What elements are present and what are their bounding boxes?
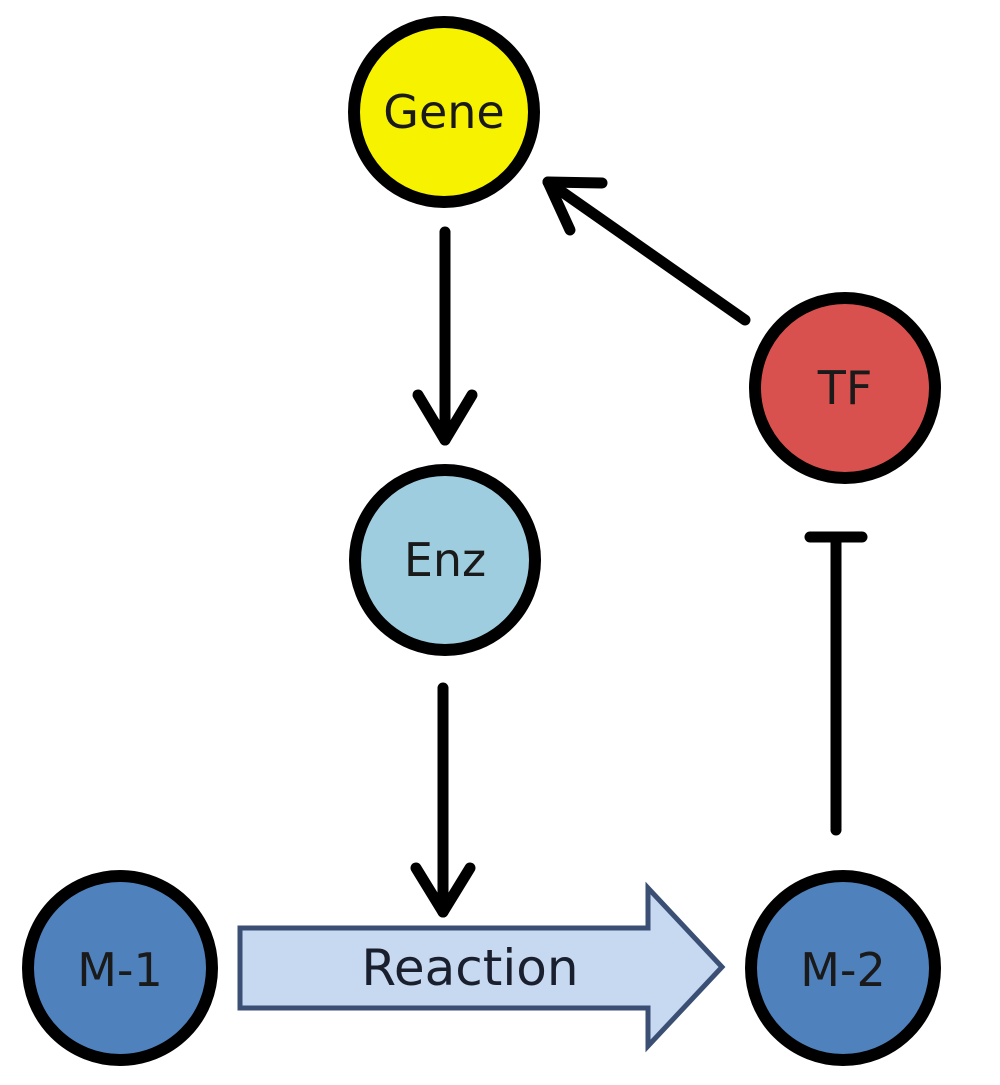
node-tf: TF <box>749 292 941 484</box>
node-label: M-1 <box>77 943 163 997</box>
node-gene: Gene <box>348 16 540 208</box>
edge-m2-inhibits-tf <box>804 531 868 836</box>
node-m2: M-2 <box>745 870 941 1066</box>
node-m1: M-1 <box>22 870 218 1066</box>
node-label: Enz <box>404 533 486 587</box>
reaction-label: Reaction <box>361 939 578 997</box>
arrowhead-icon <box>412 389 478 446</box>
edge-enz-to-reaction <box>410 682 476 918</box>
edge-gene-to-enz <box>412 226 478 446</box>
node-enz: Enz <box>349 464 541 656</box>
node-label: Gene <box>383 85 504 139</box>
arrowhead-icon <box>542 176 608 236</box>
node-label: M-2 <box>800 943 886 997</box>
node-label: TF <box>817 361 873 415</box>
reaction-arrow: Reaction <box>237 881 726 1053</box>
edge-tf-to-gene <box>542 176 751 326</box>
arrowhead-icon <box>410 862 476 918</box>
